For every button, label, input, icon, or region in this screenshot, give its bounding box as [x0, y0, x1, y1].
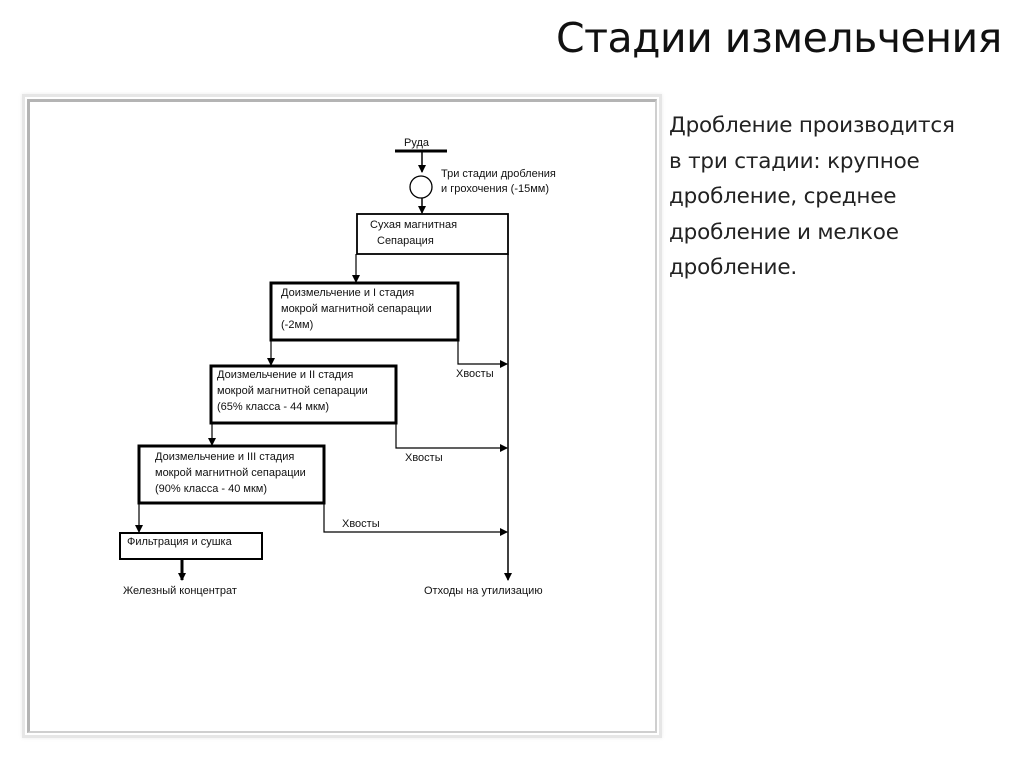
ore-label: Руда	[404, 137, 430, 149]
body-line: Дробление производится	[669, 113, 955, 138]
body-line: дробление.	[669, 255, 797, 280]
box-stage2-line: мокрой магнитной сепарации	[217, 385, 368, 397]
box-dry-separation-line: Сухая магнитная	[370, 219, 457, 231]
slide-body-text: Дробление производится в три стадии: кру…	[669, 108, 1009, 286]
tailings2-line	[395, 423, 508, 452]
box-filtration	[119, 532, 263, 560]
box-filtration-line: Фильтрация и сушка	[127, 536, 233, 548]
crushing-note-line: и грохочения (-15мм)	[441, 183, 549, 195]
crushing-note-line: Три стадии дробления	[441, 168, 556, 180]
box-stage1	[269, 281, 460, 342]
box-dry-separation-line: Сепарация	[377, 235, 434, 247]
output-waste: Отходы на утилизацию	[424, 585, 543, 597]
box-stage2	[209, 364, 398, 425]
box-stage3-line: мокрой магнитной сепарации	[155, 467, 306, 479]
tailings3-label: Хвосты	[342, 518, 380, 530]
body-line: дробление и мелкое	[669, 219, 899, 245]
body-line: в три стадии: крупное	[669, 148, 920, 174]
output-concentrate: Железный концентрат	[123, 585, 237, 597]
box-stage1-line: мокрой магнитной сепарации	[281, 303, 432, 315]
tailings3-line	[323, 503, 508, 536]
tailings1-line	[457, 340, 508, 368]
box-stage1-line: (-2мм)	[281, 319, 313, 331]
body-line: дробление, среднее	[669, 184, 897, 209]
box-stage3	[137, 444, 326, 505]
box-stage3-line: (90% класса - 40 мкм)	[155, 483, 267, 495]
slide-title: Стадии измельчения	[556, 14, 1002, 62]
box-stage2-line: Доизмельчение и II стадия	[217, 369, 353, 381]
tailings2-label: Хвосты	[405, 452, 443, 464]
box-stage2-line: (65% класса - 44 мкм)	[217, 401, 329, 413]
box-dry-separation	[356, 213, 509, 255]
box-stage3-line: Доизмельчение и III стадия	[155, 451, 294, 463]
crusher-circle-icon	[409, 175, 433, 199]
box-stage1-line: Доизмельчение и I стадия	[281, 287, 414, 299]
tailings1-label: Хвосты	[456, 368, 494, 380]
